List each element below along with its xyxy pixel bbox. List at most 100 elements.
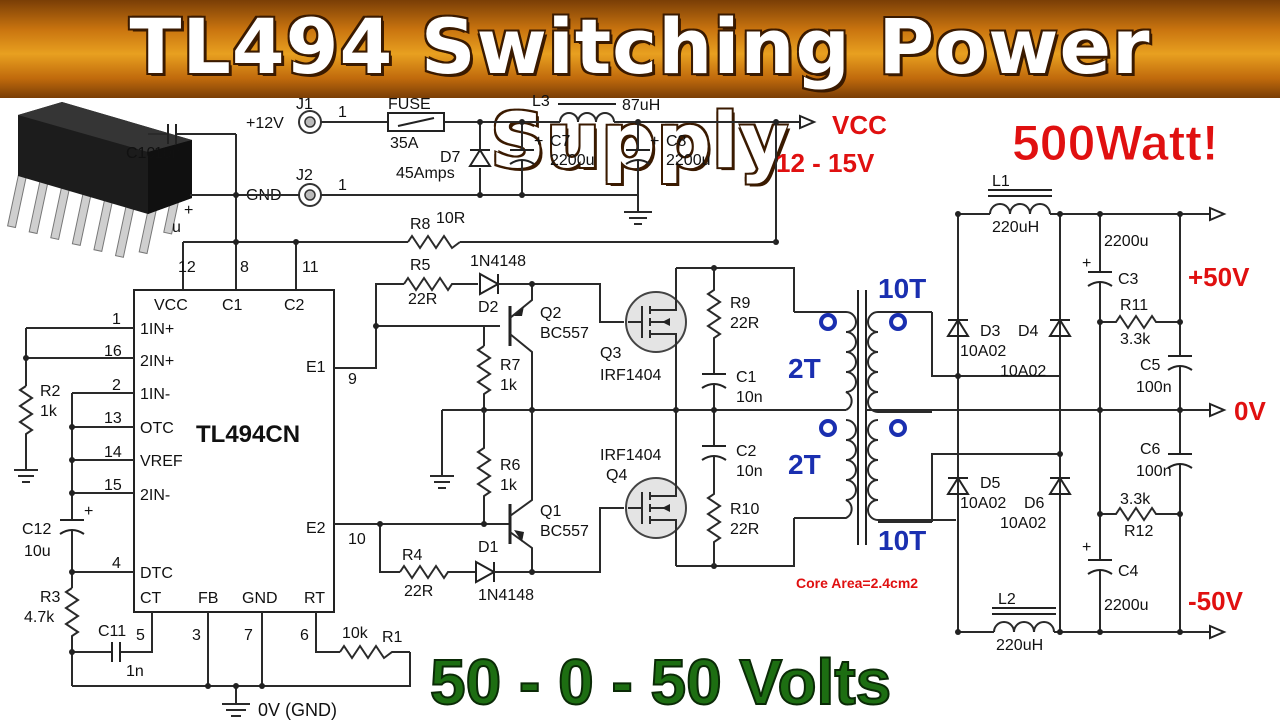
j1-label: J1 (296, 96, 313, 113)
pin-ct: CT (140, 590, 162, 607)
q4-label: Q4 (606, 467, 627, 484)
c12-label: C12 (22, 521, 51, 538)
page-title: TL494 Switching Power Supply (129, 2, 1151, 185)
r1-value: 10k (342, 625, 369, 642)
secondary-bottom-turns: 10T (878, 525, 926, 556)
r7-value: 1k (500, 377, 518, 394)
pin-num-13: 13 (104, 410, 122, 427)
transformer: 2T 2T 10T 10T Core Area=2.4cm2 (788, 273, 1227, 591)
tl494-ic: TL494CN VCC C1 C2 12 8 11 1IN+ 2IN+ 1IN-… (104, 259, 366, 644)
j2-pin: 1 (338, 177, 347, 194)
pin-1inn: 1IN- (140, 386, 170, 403)
d2-label: D2 (478, 299, 499, 316)
r3-label: R3 (40, 589, 61, 606)
pin-num-2: 2 (112, 377, 121, 394)
output-section: L1 220uH L2 220uH D3 10A02 D4 10A02 D5 1… (946, 173, 1266, 654)
ic-name: TL494CN (196, 421, 300, 448)
c9-value: u (172, 219, 181, 236)
c11-label: C11 (98, 623, 126, 640)
d6-value: 10A02 (1000, 515, 1046, 532)
zero-volt-label: 0V (1234, 396, 1266, 426)
r1-label: R1 (382, 629, 403, 646)
q3-label: Q3 (600, 345, 621, 362)
r5-value: 22R (408, 291, 437, 308)
pin-dtc: DTC (140, 565, 173, 582)
r11-value: 3.3k (1120, 331, 1151, 348)
c8-plus: + (650, 133, 659, 150)
r9-label: R9 (730, 295, 751, 312)
c11-value: 1n (126, 663, 144, 680)
bottom-caption: 50 - 0 - 50 Volts (430, 646, 891, 718)
c4-label: C4 (1118, 563, 1139, 580)
c9-plus: + (184, 202, 193, 219)
core-area-note: Core Area=2.4cm2 (796, 575, 918, 591)
pin-num-11: 11 (302, 259, 319, 276)
pin-num-14: 14 (104, 444, 122, 461)
pin-vcc: VCC (154, 297, 188, 314)
l3-value: 87uH (622, 97, 660, 114)
d3-value: 10A02 (960, 343, 1006, 360)
c6-value: 100n (1136, 463, 1172, 480)
secondary-top-turns: 10T (878, 273, 926, 304)
pin-fb: FB (198, 590, 218, 607)
d2-value: 1N4148 (470, 253, 526, 270)
d4-value: 10A02 (1000, 363, 1046, 380)
q2-label: Q2 (540, 305, 561, 322)
fuse-label: FUSE (388, 96, 431, 113)
r11-label: R11 (1120, 297, 1148, 314)
mosfet-section: Q3 IRF1404 IRF1404 Q4 R9 22R C1 10n C2 1… (600, 265, 846, 569)
vcc-label: VCC (832, 110, 887, 140)
pin-1inp: 1IN+ (140, 321, 174, 338)
pin-num-4: 4 (112, 555, 121, 572)
r4-label: R4 (402, 547, 423, 564)
pin-2inn: 2IN- (140, 487, 170, 504)
q1-value: BC557 (540, 523, 589, 540)
d4-label: D4 (1018, 323, 1039, 340)
c3-value: 2200u (1104, 233, 1149, 250)
pin-e2: E2 (306, 520, 326, 537)
pin-num-12: 12 (178, 259, 196, 276)
r8-value: 10R (436, 210, 465, 227)
driver-section: R5 22R 1N4148 D2 Q2 BC557 R7 1k R6 1k Q1… (334, 253, 676, 604)
d5-label: D5 (980, 475, 1001, 492)
l3-label: L3 (532, 93, 550, 110)
ic-top-wiring: C10 10n + u R8 10R (126, 124, 776, 290)
r10-value: 22R (730, 521, 759, 538)
pin-num-7: 7 (244, 627, 253, 644)
r4-value: 22R (404, 583, 433, 600)
c12-value: 10u (24, 543, 51, 560)
r12-value: 3.3k (1120, 491, 1151, 508)
d1-label: D1 (478, 539, 499, 556)
l1-label: L1 (992, 173, 1010, 190)
r8-label: R8 (410, 216, 431, 233)
c5-label: C5 (1140, 357, 1161, 374)
r6-value: 1k (500, 477, 518, 494)
pin-num-9: 9 (348, 371, 357, 388)
q4-value: IRF1404 (600, 447, 661, 464)
c10-label: C10 (126, 145, 155, 162)
pin-num-3: 3 (192, 627, 201, 644)
c5-value: 100n (1136, 379, 1172, 396)
pin-e1: E1 (306, 359, 326, 376)
r10-label: R10 (730, 501, 759, 518)
d7-value: 45Amps (396, 165, 455, 182)
pin-rt: RT (304, 590, 325, 607)
pin-otc: OTC (140, 420, 174, 437)
d1-value: 1N4148 (478, 587, 534, 604)
l2-value: 220uH (996, 637, 1043, 654)
c7-plus: + (534, 133, 543, 150)
q3-value: IRF1404 (600, 367, 661, 384)
c12-plus: + (84, 503, 93, 520)
l1-value: 220uH (992, 219, 1039, 236)
c10-value: 10n (154, 145, 181, 162)
c4-plus: + (1082, 539, 1091, 556)
r2-value: 1k (40, 403, 58, 420)
pin-num-6: 6 (300, 627, 309, 644)
plus50-label: +50V (1188, 262, 1250, 292)
c8-label: C8 (666, 133, 687, 150)
input-section: J1 +12V 1 J2 GND 1 FUSE 35A L3 87uH D7 4… (246, 93, 887, 245)
pin-num-8: 8 (240, 259, 249, 276)
c3-label: C3 (1118, 271, 1139, 288)
l2-label: L2 (998, 591, 1016, 608)
